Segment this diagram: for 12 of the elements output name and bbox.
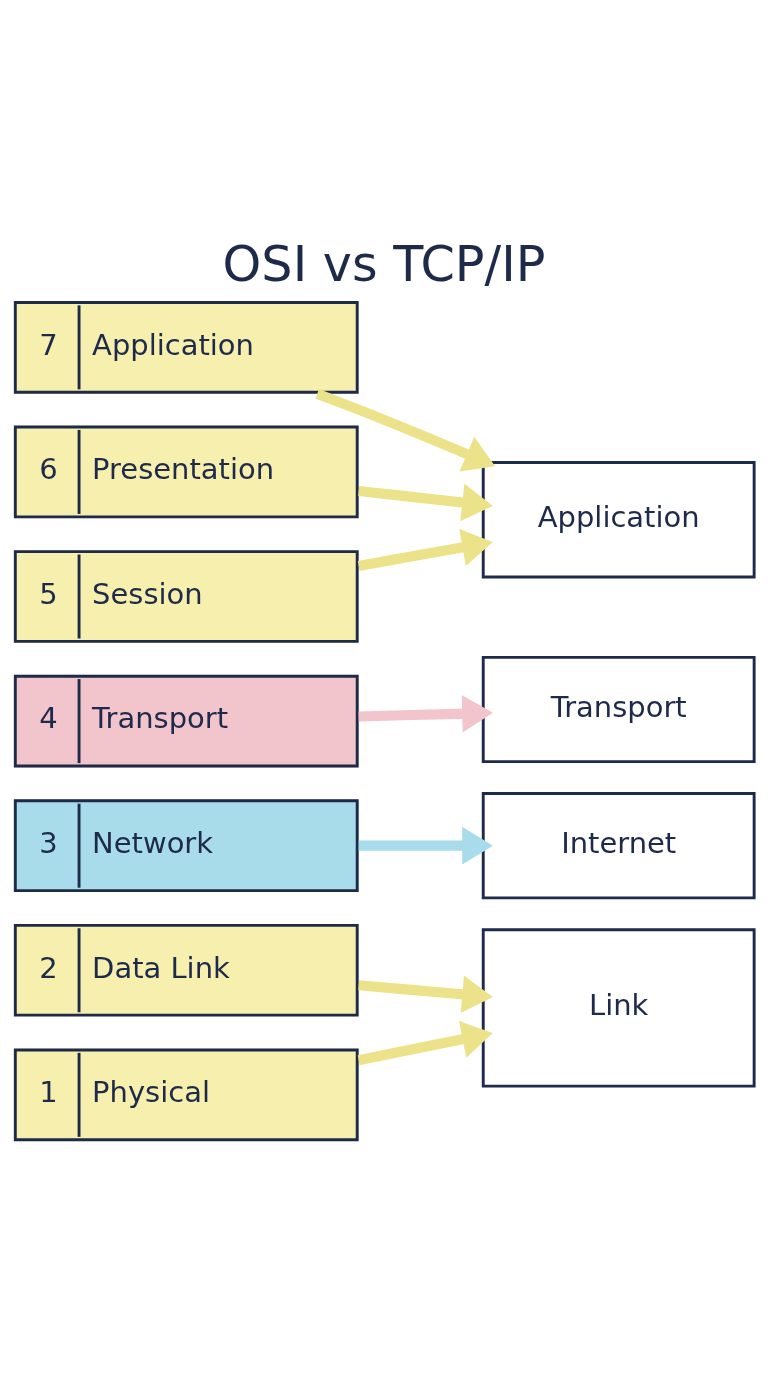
arrow xyxy=(358,694,493,732)
diagram-title: OSI vs TCP/IP xyxy=(222,234,546,293)
node-box: Link xyxy=(481,927,756,1088)
arrow xyxy=(357,1020,493,1065)
node-box: Internet xyxy=(481,791,756,899)
arrow xyxy=(358,483,493,521)
arrow xyxy=(358,975,493,1013)
arrow xyxy=(357,528,493,571)
node-box: Application xyxy=(481,460,756,578)
arrow xyxy=(358,826,493,864)
node-box: Transport xyxy=(481,655,756,763)
arrow xyxy=(315,388,496,471)
